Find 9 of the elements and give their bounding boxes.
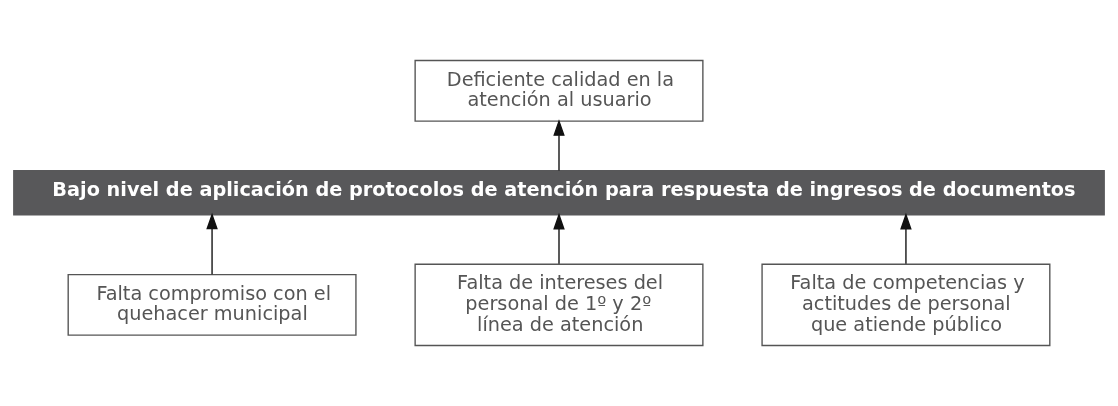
arrow: [900, 212, 912, 265]
arrow: [553, 119, 565, 172]
node-box: Falta de intereses del personal de 1º y 2º línea de atención: [414, 263, 704, 347]
node-box: Falta compromiso con el quehacer municipal: [67, 273, 357, 336]
arrow: [553, 212, 565, 265]
node-box: Deficiente calidad en la atención al usuario: [414, 59, 704, 122]
node-box: Falta de competencias y actitudes de personal que atiende público: [761, 263, 1051, 347]
arrow: [206, 212, 218, 275]
node-box: Bajo nivel de aplicación de protocolos de atención para respuesta de ingresos de documentos: [13, 169, 1105, 216]
